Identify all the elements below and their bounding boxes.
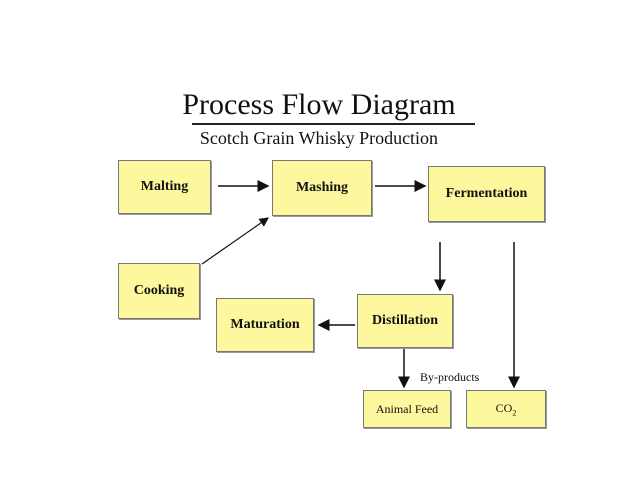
- node-fermentation: Fermentation: [428, 166, 545, 222]
- arrow-cooking-to-mashing: [201, 217, 269, 265]
- node-fermentation-label: Fermentation: [445, 186, 528, 201]
- node-mashing-label: Mashing: [295, 180, 349, 195]
- node-co2: CO2: [466, 390, 546, 428]
- node-mashing: Mashing: [272, 160, 372, 216]
- diagram-title: Process Flow Diagram: [182, 88, 456, 121]
- node-cooking: Cooking: [118, 263, 200, 319]
- byproducts-label: By-products: [420, 370, 480, 384]
- co2-subscript: 2: [512, 408, 517, 418]
- node-distillation-label: Distillation: [371, 313, 439, 328]
- title-underline: [192, 123, 475, 125]
- node-malting: Malting: [118, 160, 211, 214]
- diagram-subtitle: Scotch Grain Whisky Production: [199, 128, 439, 148]
- co2-text: CO: [495, 400, 513, 415]
- node-animal-feed-label: Animal Feed: [375, 401, 439, 416]
- node-animal-feed: Animal Feed: [363, 390, 451, 428]
- node-malting-label: Malting: [140, 179, 189, 194]
- node-distillation: Distillation: [357, 294, 453, 348]
- node-maturation: Maturation: [216, 298, 314, 352]
- node-co2-label: CO2: [496, 401, 517, 417]
- node-cooking-label: Cooking: [133, 283, 185, 298]
- node-maturation-label: Maturation: [230, 317, 300, 332]
